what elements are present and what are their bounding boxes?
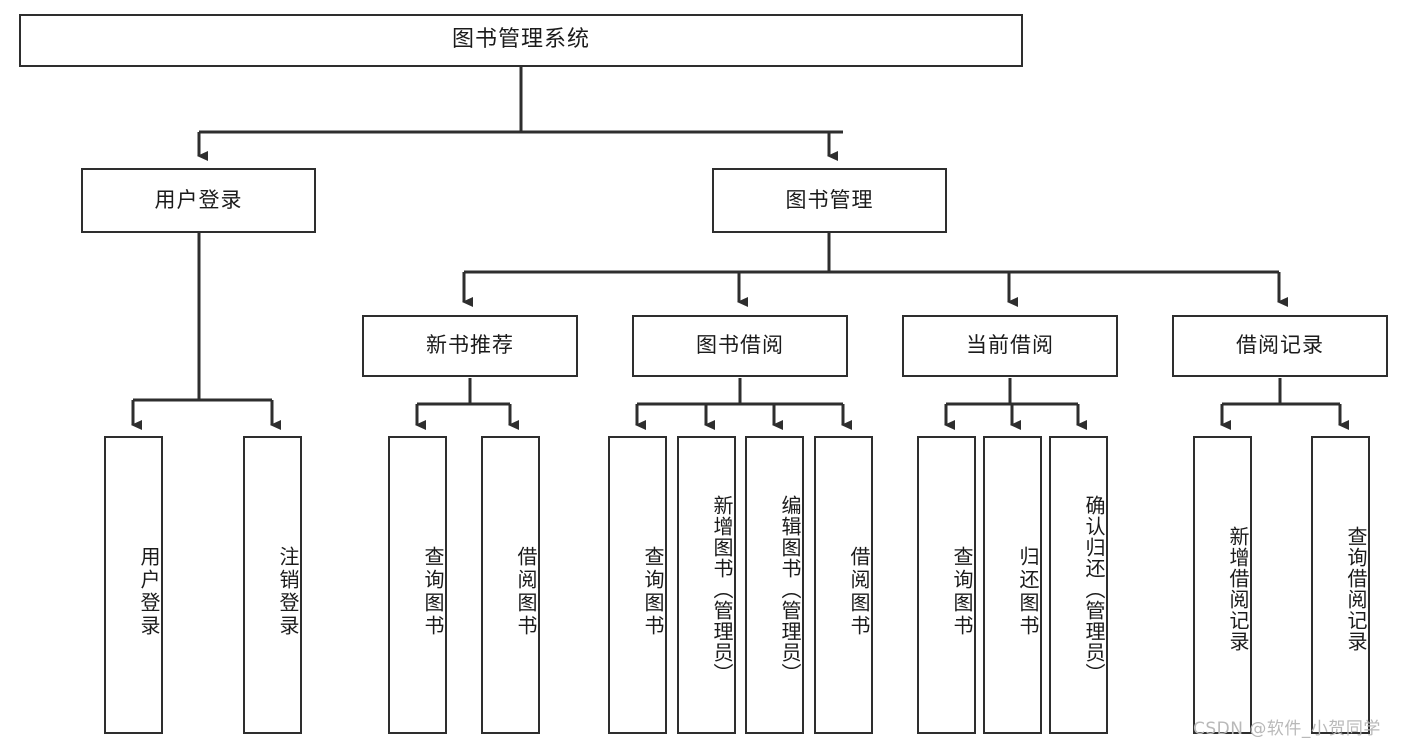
leaf-book-borrow-query[interactable]: 查询图书	[608, 436, 667, 734]
node-user-login[interactable]: 用户登录	[81, 168, 316, 233]
leaf-current-borrow-return[interactable]: 归还图书	[983, 436, 1042, 734]
node-current-borrow[interactable]: 当前借阅	[902, 315, 1118, 377]
leaf-user-login-login[interactable]: 用户登录	[104, 436, 163, 734]
leaf-book-borrow-add[interactable]: 新增图书（管理员）	[677, 436, 736, 734]
node-borrow-record[interactable]: 借阅记录	[1172, 315, 1388, 377]
leaf-borrow-record-add[interactable]: 新增借阅记录	[1193, 436, 1252, 734]
node-book-borrow[interactable]: 图书借阅	[632, 315, 848, 377]
node-root-system[interactable]: 图书管理系统	[19, 14, 1023, 67]
leaf-book-borrow-borrow[interactable]: 借阅图书	[814, 436, 873, 734]
leaf-book-borrow-edit[interactable]: 编辑图书（管理员）	[745, 436, 804, 734]
leaf-borrow-record-query[interactable]: 查询借阅记录	[1311, 436, 1370, 734]
node-book-management[interactable]: 图书管理	[712, 168, 947, 233]
csdn-watermark: CSDN @软件_小贺同学	[1193, 719, 1381, 739]
leaf-current-borrow-query[interactable]: 查询图书	[917, 436, 976, 734]
node-new-book-recommend[interactable]: 新书推荐	[362, 315, 578, 377]
leaf-user-login-logout[interactable]: 注销登录	[243, 436, 302, 734]
leaf-current-borrow-confirm-return[interactable]: 确认归还（管理员）	[1049, 436, 1108, 734]
leaf-new-book-borrow[interactable]: 借阅图书	[481, 436, 540, 734]
leaf-new-book-query[interactable]: 查询图书	[388, 436, 447, 734]
